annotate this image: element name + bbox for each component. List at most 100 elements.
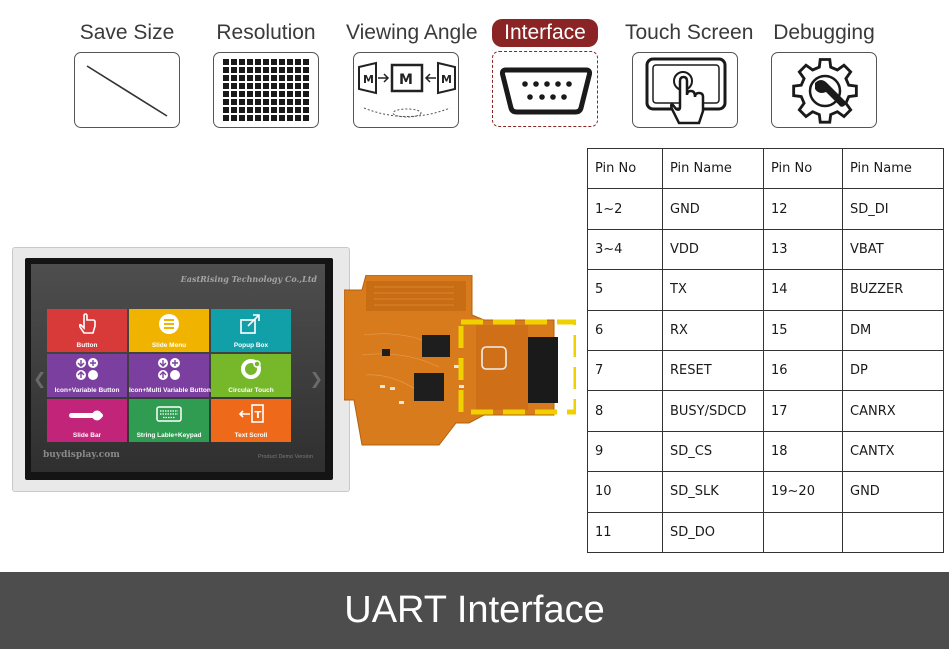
feature-label: Viewing Angle <box>346 21 478 44</box>
table-cell: SD_DI <box>842 188 944 230</box>
table-cell: 18 <box>763 430 843 473</box>
demo-tile-grid: Button Slide Menu Popup Box Icon+Variabl… <box>47 309 293 442</box>
table-cell: DM <box>842 309 944 351</box>
table-cell: 19~20 <box>763 471 843 513</box>
tile-label: Text Scroll <box>234 432 268 439</box>
slider-icon <box>69 410 103 421</box>
feature-resolution: Resolution <box>206 18 326 128</box>
table-cell: 14 <box>763 269 843 311</box>
svg-text:M: M <box>399 72 413 88</box>
lcd-version: Product Demo Version <box>257 454 313 460</box>
lcd-website: buydisplay.com <box>43 450 120 460</box>
table-cell: GND <box>662 188 764 230</box>
table-cell: SD_CS <box>662 430 764 473</box>
viewing-angle-icon: M M M <box>353 52 459 128</box>
table-header-row: Pin No Pin Name Pin No Pin Name <box>587 147 944 190</box>
feature-interface: Interface <box>485 18 605 127</box>
table-header: Pin Name <box>842 147 944 190</box>
circle-icon <box>241 359 261 379</box>
demo-tile: Popup Box <box>211 309 291 352</box>
table-cell: CANRX <box>842 390 944 432</box>
demo-tile: Circular Touch <box>211 354 291 397</box>
table-cell <box>842 511 944 553</box>
demo-tile: T Text Scroll <box>211 399 291 442</box>
table-cell: BUZZER <box>842 269 944 311</box>
tile-label: Icon+Variable Button <box>54 387 120 394</box>
table-cell: SD_SLK <box>662 471 764 513</box>
text-scroll-icon: T <box>238 404 264 423</box>
lcd-screen: EastRising Technology Co.,Ltd ❮ ❯ Button… <box>31 264 325 472</box>
table-cell: RESET <box>662 349 764 392</box>
svg-text:T: T <box>255 410 262 421</box>
feature-save-size: Save Size <box>67 18 187 128</box>
keyboard-icon <box>156 406 182 422</box>
feature-label: Resolution <box>216 21 316 44</box>
table-cell: 8 <box>587 390 663 432</box>
svg-text:M: M <box>441 73 452 86</box>
hand-pointer-icon <box>78 313 96 334</box>
table-cell: 5 <box>587 269 663 311</box>
serial-port-icon <box>492 51 598 127</box>
table-cell: SD_DO <box>662 511 764 553</box>
table-cell: VDD <box>662 228 764 271</box>
chevron-left-icon: ❮ <box>33 371 47 388</box>
feature-label: Save Size <box>79 21 175 44</box>
banner-title: UART Interface <box>344 589 605 631</box>
table-cell: 9 <box>587 430 663 473</box>
table-header: Pin No <box>763 147 843 190</box>
feature-label: Debugging <box>773 21 875 44</box>
table-cell: 3~4 <box>587 228 663 271</box>
demo-tile: Slide Menu <box>129 309 209 352</box>
demo-tile: Slide Bar <box>47 399 127 442</box>
tile-label: Button <box>76 342 98 349</box>
feature-debugging: Debugging <box>764 18 884 128</box>
table-cell: TX <box>662 269 764 311</box>
table-cell: 1~2 <box>587 188 663 230</box>
svg-text:M: M <box>363 73 374 86</box>
chevron-right-icon: ❯ <box>309 371 323 388</box>
table-cell: 10 <box>587 471 663 513</box>
tile-label: String Lable+Keypad <box>136 432 202 439</box>
table-cell: DP <box>842 349 944 392</box>
pixel-grid-icon <box>213 52 319 128</box>
table-cell: 11 <box>587 511 663 553</box>
table-cell: 13 <box>763 228 843 271</box>
table-cell: 15 <box>763 309 843 351</box>
tile-label: Popup Box <box>233 342 269 349</box>
demo-tile: Button <box>47 309 127 352</box>
table-header: Pin No <box>587 147 663 190</box>
arrows-icon <box>158 358 180 380</box>
lcd-bezel: EastRising Technology Co.,Ltd ❮ ❯ Button… <box>25 258 333 480</box>
table-cell: BUSY/SDCD <box>662 390 764 432</box>
feature-viewing-angle: Viewing Angle M M M <box>346 18 478 128</box>
feature-touch-screen: Touch Screen <box>625 18 753 128</box>
table-cell: 7 <box>587 349 663 392</box>
table-cell: 6 <box>587 309 663 351</box>
lcd-brand: EastRising Technology Co.,Ltd <box>180 274 317 284</box>
title-banner: UART Interface <box>0 572 949 649</box>
menu-icon <box>159 314 179 334</box>
tile-label: Icon+Multi Variable Button <box>129 387 211 394</box>
table-cell: GND <box>842 471 944 513</box>
tile-label: Circular Touch <box>228 387 274 394</box>
diagonal-line-icon <box>74 52 180 128</box>
demo-tile: Icon+Multi Variable Button <box>129 354 211 397</box>
gear-wrench-icon <box>771 52 877 128</box>
table-cell: CANTX <box>842 430 944 473</box>
tile-label: Slide Bar <box>72 432 102 439</box>
table-cell: 17 <box>763 390 843 432</box>
feature-label: Interface <box>492 19 598 47</box>
table-header: Pin Name <box>662 147 764 190</box>
table-cell: 12 <box>763 188 843 230</box>
arrows-icon <box>76 358 98 380</box>
tile-label: Slide Menu <box>151 342 187 349</box>
